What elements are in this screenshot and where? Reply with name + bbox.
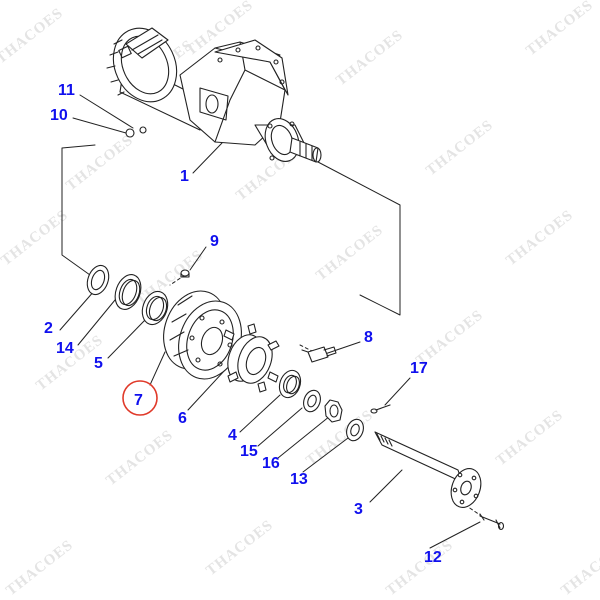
callout-17: 17 xyxy=(410,360,428,377)
callout-6: 6 xyxy=(178,410,187,427)
callout-5: 5 xyxy=(94,355,103,372)
callout-12: 12 xyxy=(424,549,442,566)
leader-lines xyxy=(59,94,481,549)
callout-9: 9 xyxy=(210,233,219,250)
callout-2: 2 xyxy=(44,320,53,337)
axle-housing xyxy=(106,27,322,163)
callout-7: 7 xyxy=(134,392,143,409)
part-6-hub xyxy=(223,323,280,393)
part-8-sensor xyxy=(301,346,337,363)
part-3-axle-shaft xyxy=(374,431,482,508)
highlight-circle xyxy=(122,380,158,416)
part-4-bearing xyxy=(278,369,302,399)
callout-13: 13 xyxy=(290,471,308,488)
part-14-seal xyxy=(114,274,142,310)
part-5-bearing xyxy=(141,290,169,326)
part-7-brake-drum xyxy=(163,290,242,380)
callout-15: 15 xyxy=(240,443,258,460)
callout-labels: 11 10 1 9 2 14 5 8 17 7 6 4 15 16 13 3 1… xyxy=(44,82,442,566)
part-13-washer xyxy=(346,418,364,442)
part-15-washer xyxy=(303,389,321,413)
part-9-bolt xyxy=(180,269,190,278)
part-2-washer xyxy=(86,264,110,296)
callout-14: 14 xyxy=(56,340,74,357)
part-12-bolt xyxy=(479,513,505,531)
part-16-nut xyxy=(324,399,343,423)
callout-10: 10 xyxy=(50,107,68,124)
part-17-pin xyxy=(370,404,391,414)
callout-4: 4 xyxy=(228,427,237,444)
callout-1: 1 xyxy=(180,168,189,185)
callout-16: 16 xyxy=(262,455,280,472)
callout-3: 3 xyxy=(354,501,363,518)
callout-8: 8 xyxy=(364,329,373,346)
callout-11: 11 xyxy=(58,82,75,99)
